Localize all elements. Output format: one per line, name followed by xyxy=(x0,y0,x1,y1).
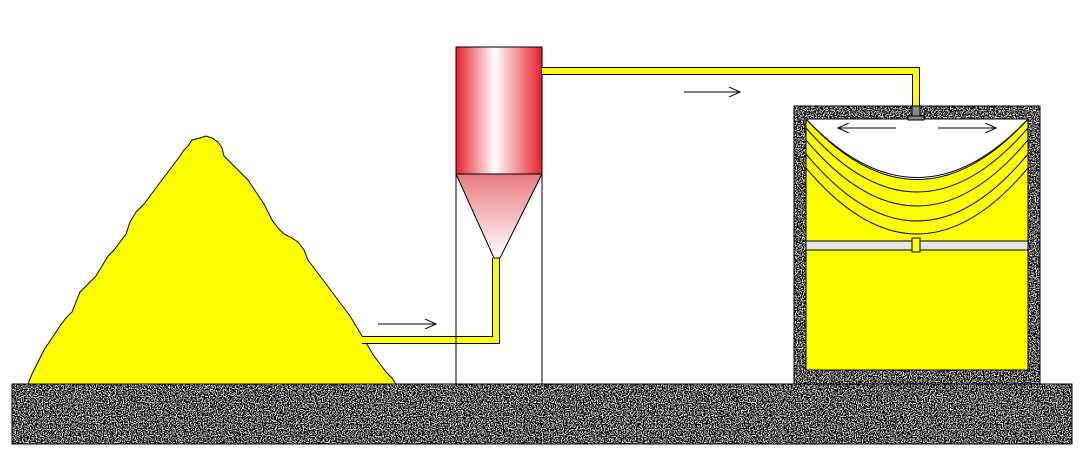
curved-layer xyxy=(806,167,1028,235)
curved-layer xyxy=(806,127,1028,193)
curved-layer xyxy=(806,153,1028,222)
cyclone-silo xyxy=(455,46,543,259)
conveying-pipe-lower xyxy=(362,258,500,344)
bin-lower-fill xyxy=(806,249,1028,370)
conveying-pipe-upper xyxy=(542,67,920,108)
nozzle xyxy=(907,105,925,121)
storage-bin xyxy=(793,105,1041,385)
material-pile xyxy=(27,135,397,385)
ground-slab xyxy=(11,383,1073,445)
silo-support-frame xyxy=(455,174,543,384)
curved-layer xyxy=(806,139,1028,207)
